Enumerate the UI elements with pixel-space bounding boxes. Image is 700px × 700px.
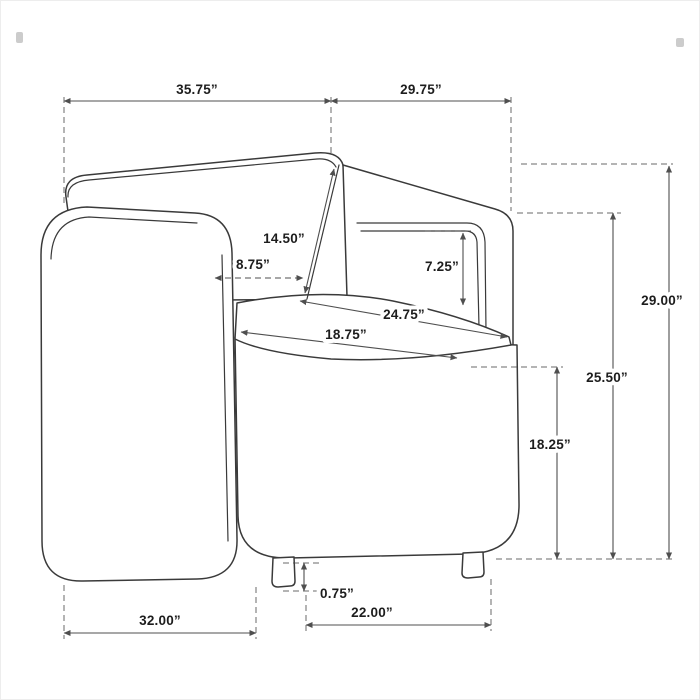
chair-right-arm-inner-piping [356, 222, 487, 332]
corner-mark-left [16, 32, 23, 43]
dimension-labels: 35.75” 29.75” 14.50” 8.75” 7.25” 24.75” … [135, 78, 687, 632]
dim-label-seat-width: 24.75” [383, 307, 425, 322]
dim-label-arm-front-width: 8.75” [236, 257, 270, 272]
chair-illustration [40, 152, 520, 588]
chair-left-arm-piping-top [50, 216, 198, 260]
dim-label-leg-height: 0.75” [320, 586, 354, 601]
dim-label-overall-width: 35.75” [176, 82, 218, 97]
chair-left-arm-piping-side [221, 254, 229, 542]
dim-line-seat-depth [240, 329, 458, 361]
chair-backrest-piping [67, 158, 337, 198]
dim-label-base-depth: 22.00” [351, 605, 393, 620]
corner-mark-right [676, 38, 684, 47]
dim-line-seat-width [299, 299, 508, 339]
dim-label-arm-above-seat: 7.25” [425, 259, 459, 274]
dim-label-arm-height: 25.50” [586, 370, 628, 385]
chair-left-arm-panel [40, 206, 238, 582]
chair-front-leg [271, 556, 296, 588]
dim-label-overall-height: 29.00” [641, 293, 683, 308]
dim-label-back-cushion-height: 14.50” [263, 231, 305, 246]
chair-right-leg [461, 551, 485, 579]
dim-label-seat-depth: 18.75” [325, 327, 367, 342]
dim-line-back-cushion [303, 168, 336, 294]
dim-label-floor-to-seat-back: 18.25” [529, 437, 571, 452]
dim-label-overall-depth: 29.75” [400, 82, 442, 97]
dim-label-base-width: 32.00” [139, 613, 181, 628]
dimension-lines [63, 97, 673, 639]
chair-base [234, 336, 520, 559]
